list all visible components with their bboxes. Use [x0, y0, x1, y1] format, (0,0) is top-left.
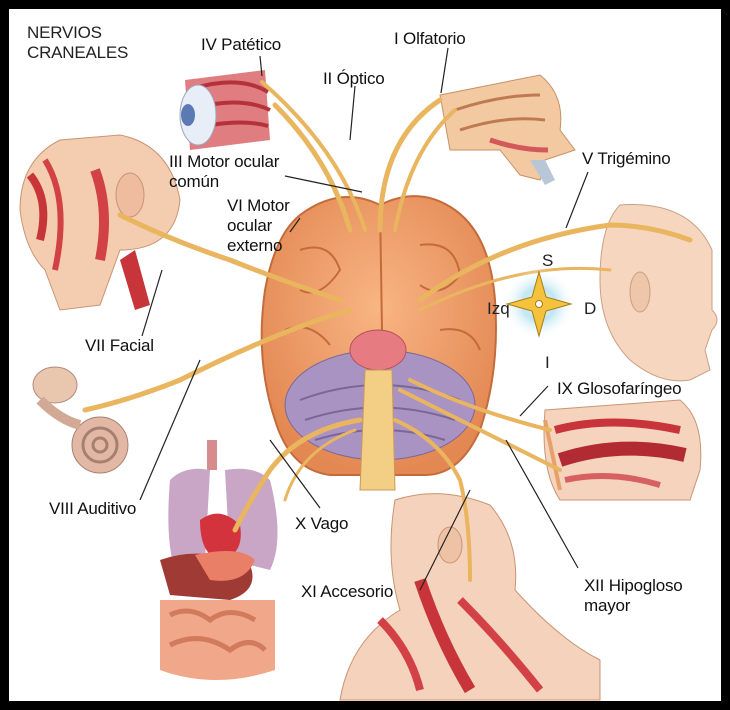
- label-vi-externo-line3: externo: [227, 236, 282, 256]
- label-x-vago: X Vago: [295, 514, 348, 534]
- label-i-olfatorio: I Olfatorio: [394, 29, 466, 49]
- compass-label-inferior: I: [545, 353, 550, 373]
- inner-ear-illustration: [33, 367, 128, 473]
- label-iii-comun-line2: común: [169, 172, 219, 192]
- label-vii-facial: VII Facial: [85, 336, 154, 356]
- label-xii-mayor-line2: mayor: [584, 596, 630, 616]
- diagram-title-line1: NERVIOS: [27, 23, 102, 43]
- mouth-tongue-illustration: [544, 400, 701, 500]
- label-xii-hipogloso-line1: XII Hipogloso: [584, 576, 683, 596]
- compass-label-izquierda: Izq: [487, 299, 510, 319]
- label-viii-auditivo: VIII Auditivo: [49, 499, 136, 519]
- thoracic-abdominal-organs-illustration: [160, 440, 278, 680]
- compass-label-superior: S: [542, 251, 553, 271]
- label-iii-motor-ocular-line1: III Motor ocular: [169, 152, 279, 172]
- compass-label-derecha: D: [584, 299, 596, 319]
- nasal-cavity-illustration: [440, 75, 575, 185]
- face-muscles-illustration: [20, 135, 180, 310]
- orientation-compass-icon: [503, 268, 575, 340]
- label-ix-glosofaringeo: IX Glosofaríngeo: [557, 379, 681, 399]
- diagram-title-line2: CRANEALES: [27, 43, 128, 63]
- label-v-trigemino: V Trigémino: [582, 149, 671, 169]
- label-ii-optico: II Óptico: [323, 69, 385, 89]
- label-xi-accesorio: XI Accesorio: [301, 582, 393, 602]
- eye-illustration: [180, 70, 270, 150]
- label-vi-ocular-line2: ocular: [227, 216, 272, 236]
- label-iv-patetico: IV Patético: [201, 35, 281, 55]
- label-vi-motor-line1: VI Motor: [227, 196, 290, 216]
